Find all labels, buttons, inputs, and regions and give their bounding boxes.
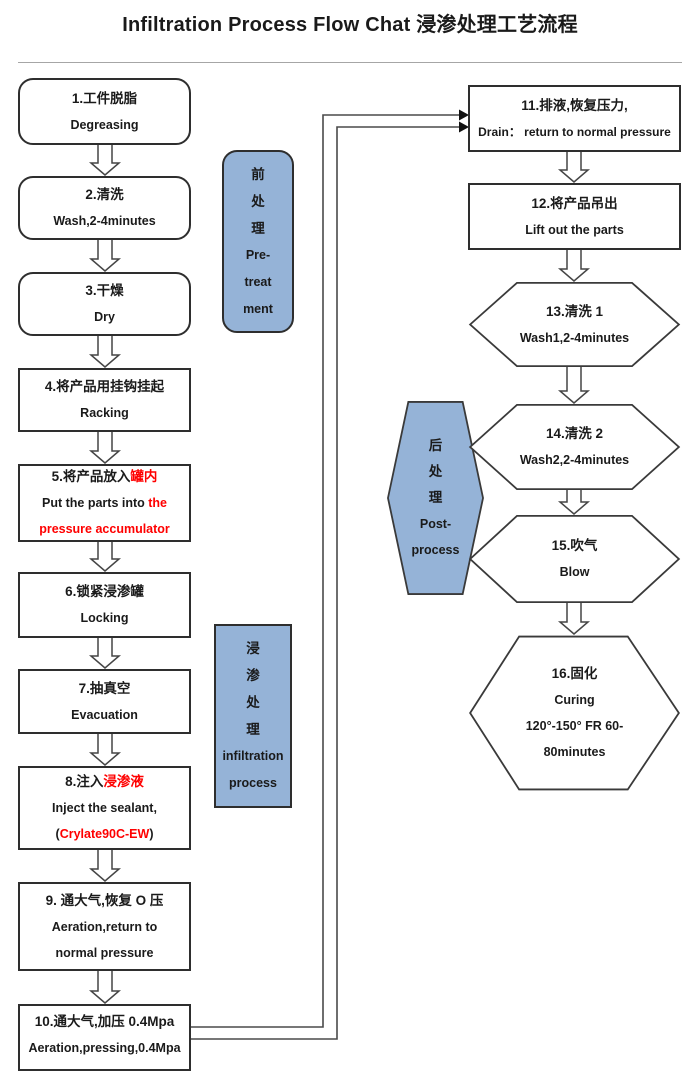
stage-label: Post- xyxy=(419,517,452,531)
stage-label: 处 xyxy=(251,193,265,209)
hexagon-shape xyxy=(468,404,681,490)
node-1-degreasing: 1.工件脱脂 Degreasing xyxy=(18,78,191,145)
hexagon-shape xyxy=(387,400,484,596)
hexagon-shape xyxy=(468,635,681,791)
stage-label: 后 xyxy=(428,438,443,453)
stage-label: process xyxy=(229,776,277,790)
node-label-cn: 6.锁紧浸渗罐 xyxy=(65,584,144,599)
hexagon-shape xyxy=(468,282,681,367)
down-arrow-icon xyxy=(557,250,591,282)
stage-postprocess-hexagon: 后 处 理 Post- process xyxy=(387,400,484,596)
stage-label: 前 xyxy=(251,166,265,182)
node-label-en: Aeration,return to xyxy=(51,919,158,934)
stage-label: 处 xyxy=(428,464,443,479)
node-label-cn: 13.清洗 1 xyxy=(545,303,604,319)
down-arrow-icon xyxy=(88,638,122,669)
node-label-en: Put the parts into the xyxy=(42,496,167,510)
node-8-inject-sealant: 8.注入浸渗液 Inject the sealant, (Crylate90C-… xyxy=(18,766,191,850)
node-label-en: Racking xyxy=(80,406,129,420)
node-label-cn: 11.排液,恢复压力, xyxy=(521,97,628,113)
node-13-wash1-hexagon: 13.清洗 1 Wash1,2-4minutes xyxy=(468,282,681,367)
node-label-en: Dry xyxy=(94,310,115,324)
stage-label: 理 xyxy=(428,490,443,505)
node-7-evacuation: 7.抽真空 Evacuation xyxy=(18,669,191,734)
title-divider xyxy=(18,62,682,63)
node-15-blow-hexagon: 15.吹气 Blow xyxy=(468,515,681,603)
node-12-lift-out: 12.将产品吊出 Lift out the parts xyxy=(468,183,681,250)
node-label-en: (Crylate90C-EW) xyxy=(55,827,154,841)
node-9-aeration-return: 9. 通大气,恢复 O 压 Aeration,return to normal … xyxy=(18,882,191,971)
page-title: Infiltration Process Flow Chat 浸渗处理工艺流程 xyxy=(122,14,578,36)
node-label-en: Evacuation xyxy=(71,707,138,722)
red-highlight: 浸渗液 xyxy=(103,774,144,789)
stage-label: ment xyxy=(243,301,273,316)
down-arrow-icon xyxy=(88,432,122,464)
node-3-dry: 3.干燥 Dry xyxy=(18,272,191,336)
hexagon-shape xyxy=(468,515,681,603)
down-arrow-icon xyxy=(88,542,122,572)
node-label-cn: 4.将产品用挂钩挂起 xyxy=(44,379,165,394)
node-label-en: Inject the sealant, xyxy=(52,801,157,815)
node-16-curing-hexagon: 16.固化 Curing 120°-150° FR 60- 80minutes xyxy=(468,635,681,791)
node-label-cn: 10.通大气,加压 0.4Mpa xyxy=(34,1014,175,1029)
down-arrow-icon xyxy=(88,734,122,766)
node-label-en: 80minutes xyxy=(543,745,606,759)
node-label-cn: 16.固化 xyxy=(551,666,598,681)
node-label-en: normal pressure xyxy=(55,945,154,960)
red-highlight: the xyxy=(148,496,167,510)
down-arrow-icon xyxy=(88,336,122,368)
node-label-cn: 8.注入浸渗液 xyxy=(65,774,144,789)
stage-infiltration-process: 浸 渗 处 理 infiltration process xyxy=(214,624,292,808)
stage-label: treat xyxy=(244,274,272,289)
node-label-en: Wash2,2-4minutes xyxy=(519,453,630,467)
node-label-en: Aeration,pressing,0.4Mpa xyxy=(28,1041,181,1055)
stage-label: 理 xyxy=(246,722,260,737)
down-arrow-icon xyxy=(88,145,122,176)
stage-label: infiltration xyxy=(222,749,284,763)
node-10-aeration-pressing: 10.通大气,加压 0.4Mpa Aeration,pressing,0.4Mp… xyxy=(18,1004,191,1071)
node-label-cn: 2.清洗 xyxy=(85,187,124,202)
node-5-put-parts-in: 5.将产品放入罐内 Put the parts into the pressur… xyxy=(18,464,191,542)
down-arrow-icon xyxy=(557,367,591,404)
node-label-cn: 5.将产品放入罐内 xyxy=(51,469,158,484)
down-arrow-icon xyxy=(557,603,591,635)
stage-label: 理 xyxy=(251,220,265,236)
stage-label: 渗 xyxy=(246,668,260,683)
stage-label: Pre- xyxy=(245,247,271,262)
node-label-en: Wash,2-4minutes xyxy=(53,214,156,228)
node-label-en: pressure accumulator xyxy=(39,522,170,536)
stage-label: process xyxy=(411,543,460,557)
stage-pretreatment: 前 处 理 Pre- treat ment xyxy=(222,150,294,333)
node-label-cn: 12.将产品吊出 xyxy=(531,195,618,211)
red-highlight: Crylate90C-EW xyxy=(59,827,150,841)
node-label-en: Lift out the parts xyxy=(525,222,624,237)
node-label-en: Drain： return to normal pressure xyxy=(478,124,671,139)
down-arrow-icon xyxy=(88,240,122,272)
node-label-en: Wash1,2-4minutes xyxy=(519,330,630,345)
node-label-en: Locking xyxy=(80,611,129,625)
node-label-cn: 15.吹气 xyxy=(551,538,598,553)
node-label-en: Degreasing xyxy=(70,117,139,132)
node-11-drain: 11.排液,恢复压力, Drain： return to normal pres… xyxy=(468,85,681,152)
node-6-locking: 6.锁紧浸渗罐 Locking xyxy=(18,572,191,638)
down-arrow-icon xyxy=(557,152,591,183)
node-label-cn: 9. 通大气,恢复 O 压 xyxy=(45,892,164,908)
node-14-wash2-hexagon: 14.清洗 2 Wash2,2-4minutes xyxy=(468,404,681,490)
node-2-wash: 2.清洗 Wash,2-4minutes xyxy=(18,176,191,240)
node-label-en: Curing xyxy=(554,693,595,707)
node-4-racking: 4.将产品用挂钩挂起 Racking xyxy=(18,368,191,432)
node-label-cn: 7.抽真空 xyxy=(78,680,131,696)
down-arrow-icon xyxy=(557,490,591,515)
node-label-cn: 1.工件脱脂 xyxy=(71,90,138,106)
stage-label: 浸 xyxy=(246,641,260,656)
node-label-en: Blow xyxy=(559,565,590,579)
down-arrow-icon xyxy=(88,850,122,882)
stage-label: 处 xyxy=(246,695,260,710)
node-label-cn: 3.干燥 xyxy=(85,283,124,298)
down-arrow-icon xyxy=(88,971,122,1004)
red-highlight: 罐内 xyxy=(130,469,158,484)
node-label-en: 120°-150° FR 60- xyxy=(525,719,624,733)
node-label-cn: 14.清洗 2 xyxy=(545,426,604,441)
